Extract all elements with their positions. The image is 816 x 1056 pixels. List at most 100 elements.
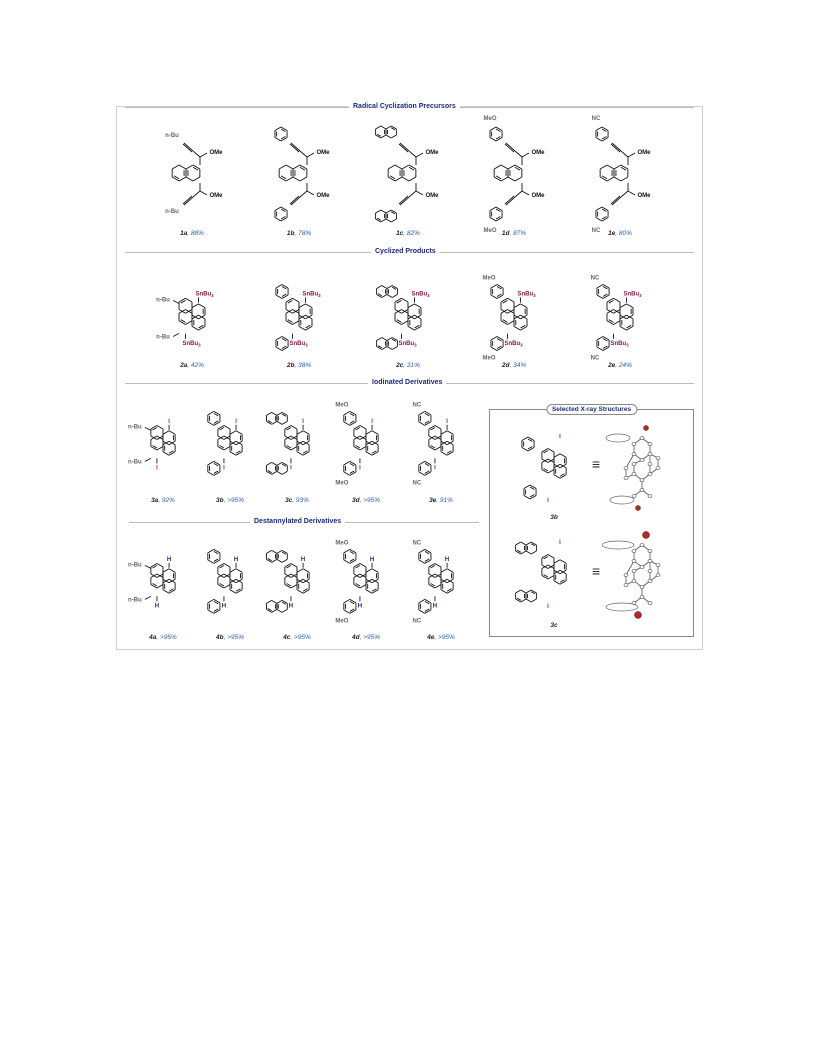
phenyl-ring (424, 599, 432, 604)
phenyl-ring (489, 217, 497, 222)
pyrene-ring (547, 458, 555, 463)
phenyl-ring (343, 609, 351, 614)
pyrene-ring (223, 563, 231, 568)
double-bond (219, 583, 225, 587)
phenyl-ring (275, 346, 283, 351)
phenyl-ring (496, 336, 504, 341)
naphthalene-ring (390, 209, 397, 214)
pyrene-ring (217, 573, 225, 578)
pyrene-ring (150, 563, 158, 568)
pyrene-ring (401, 320, 409, 325)
pyrene-ring (217, 563, 225, 568)
phenyl-ring (343, 461, 351, 466)
pyrene-ring (613, 297, 621, 303)
naphthalene-ring (613, 176, 622, 182)
phenyl-ring (207, 461, 215, 466)
pyrene-ring (407, 303, 415, 309)
cyano-label: NC (592, 228, 601, 234)
crystal-atom (655, 573, 661, 577)
double-bond (502, 299, 508, 304)
naphthalene-ring (530, 598, 537, 603)
crystal-bond (625, 453, 635, 469)
naphthalene-ring (391, 294, 398, 298)
phenyl-ring (601, 206, 609, 211)
phenyl-ring (424, 471, 432, 476)
phenyl-ring (349, 559, 357, 564)
pyrene-ring (185, 297, 193, 303)
pyrene-ring (359, 573, 367, 578)
naphthalene-ring (391, 285, 398, 289)
phenyl-ring (280, 217, 288, 222)
naphthalene-ring (281, 412, 288, 416)
pyrene-ring (365, 589, 373, 594)
phenyl-ring (490, 294, 498, 299)
phenyl-ring (595, 126, 603, 131)
pyrene-ring (626, 314, 634, 320)
pyrene-ring (626, 325, 634, 331)
methoxy-label: MeO (335, 540, 348, 546)
naphthalene-ring (276, 412, 283, 416)
arm-bond (306, 152, 315, 158)
caption-2e: 2e, 24% (608, 362, 632, 369)
pyrene-ring (606, 320, 614, 325)
double-bond (408, 166, 415, 171)
phenyl-ring (527, 436, 535, 441)
naphthalene-ring (507, 164, 516, 170)
crystal-atom (639, 458, 645, 462)
double-bond (286, 565, 292, 569)
phenyl-ring (596, 336, 604, 341)
pyrene-ring (365, 451, 373, 456)
phenyl-ring (521, 447, 529, 452)
alkyne-bond (505, 196, 516, 206)
caption-2d: 2d, 34% (501, 362, 527, 369)
double-bond (391, 338, 397, 342)
pyrene-ring (428, 584, 436, 589)
pyrene-ring (440, 589, 448, 594)
double-bond (424, 462, 430, 467)
naphthalene-ring (599, 164, 608, 170)
phenyl-ring (602, 284, 610, 289)
double-bond (495, 208, 501, 212)
caption-4c: 4c, >95% (283, 634, 311, 641)
naphthalene-ring (386, 346, 393, 350)
pyrene-ring (285, 297, 293, 303)
phenyl-ring (521, 436, 529, 441)
naphthalene-ring (525, 550, 532, 555)
alkyne-bond (399, 142, 410, 152)
pyrene-ring (446, 568, 454, 573)
phenyl-ring (274, 126, 282, 131)
hydrogen-label: H (445, 557, 449, 563)
phenyl-ring (495, 126, 503, 131)
iodo-label: I (223, 465, 225, 471)
pyrene-ring (290, 446, 298, 451)
crystal-atom (623, 466, 629, 470)
pyrene-ring (541, 458, 549, 463)
phenyl-ring (207, 549, 215, 554)
double-bond (302, 450, 308, 454)
crystal-iodine-atom (642, 531, 650, 539)
cyano-label: NC (413, 480, 422, 486)
double-bond (530, 543, 536, 547)
phenyl-ring (527, 447, 535, 452)
butyl-label: n-Bu (128, 459, 142, 465)
pyrene-ring (178, 320, 186, 325)
phenyl-ring (274, 137, 282, 142)
pyrene-ring (520, 325, 528, 331)
pyrene-ring (162, 568, 170, 573)
phenyl-ring (529, 484, 537, 489)
crystal-atom (623, 573, 629, 577)
pyrene-ring (156, 435, 164, 440)
pyrene-ring (162, 430, 170, 435)
naphthalene-ring (375, 209, 382, 214)
double-bond (281, 286, 287, 290)
naphthalene-ring (192, 164, 201, 170)
double-bond (281, 345, 287, 349)
naphthalene-ring (386, 285, 393, 289)
naphthalene-ring (266, 559, 272, 563)
pyrene-ring (541, 575, 549, 580)
naphthalene-ring (613, 164, 622, 170)
double-bond (180, 319, 186, 323)
double-bond (446, 450, 452, 454)
